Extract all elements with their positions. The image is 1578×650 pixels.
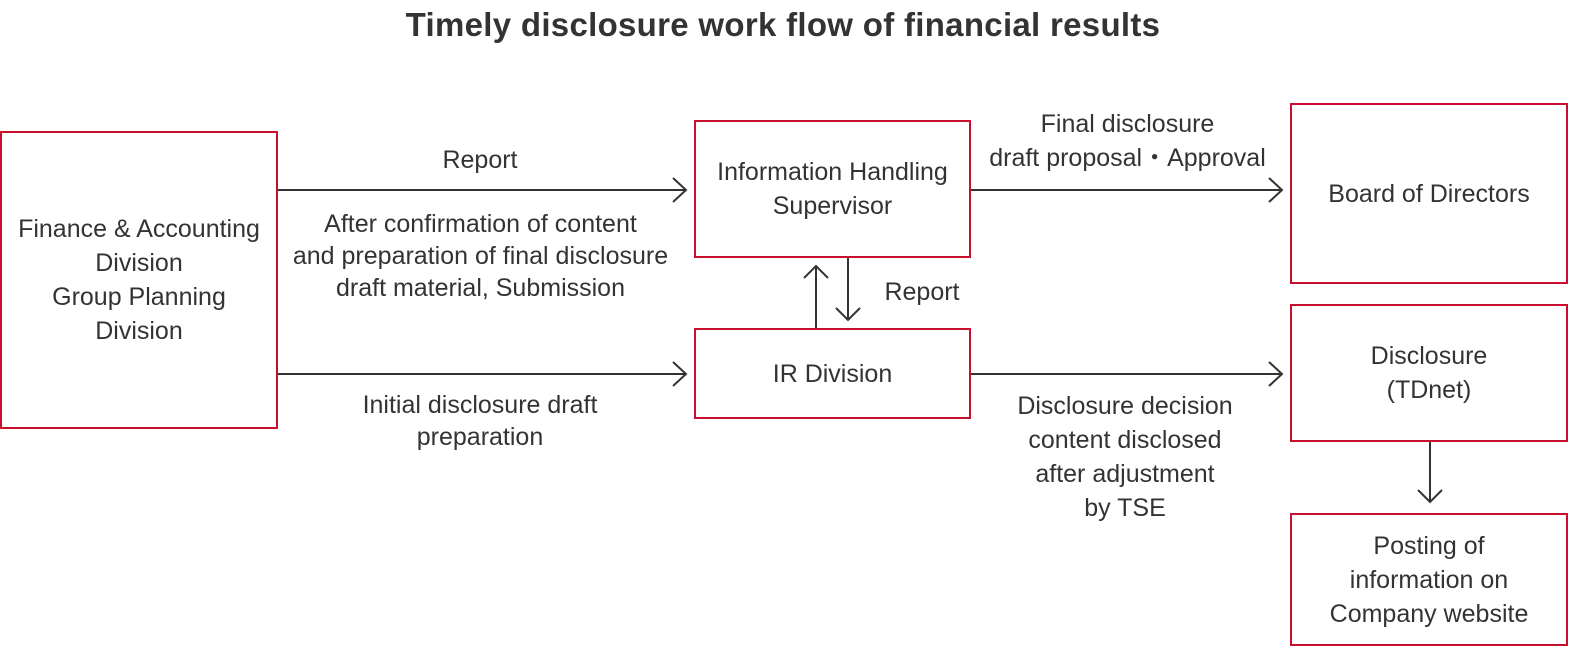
edge-note-confirmation: After confirmation of content and prepar…	[292, 210, 669, 302]
page-title: Timely disclosure work flow of financial…	[405, 6, 1161, 43]
node-information-handling-supervisor: Information Handling Supervisor	[694, 120, 971, 258]
edge-label-report-ir: Report	[884, 278, 960, 306]
node-board-of-directors: Board of Directors	[1290, 103, 1568, 284]
node-finance-accounting-label: Finance & Accounting Division Group Plan…	[18, 215, 260, 345]
arrowhead-ir-to-supervisor	[803, 264, 829, 279]
node-company-website: Posting of information on Company websit…	[1290, 513, 1568, 646]
arrowhead-finance-to-ir	[672, 361, 688, 387]
node-board-label: Board of Directors	[1328, 179, 1530, 208]
node-tdnet-label: Disclosure (TDnet)	[1370, 342, 1488, 404]
arrowhead-supervisor-to-ir	[835, 307, 861, 322]
node-disclosure-tdnet: Disclosure (TDnet)	[1290, 304, 1568, 442]
arrowhead-tdnet-to-website	[1417, 489, 1443, 504]
arrowhead-ir-to-tdnet	[1268, 361, 1284, 387]
node-website-label: Posting of information on Company websit…	[1329, 531, 1529, 628]
node-ir-division: IR Division	[694, 328, 971, 419]
node-finance-accounting: Finance & Accounting Division Group Plan…	[0, 131, 278, 429]
edge-label-final-proposal: Final disclosure draft proposal・Approval	[989, 110, 1266, 172]
edge-label-report-top: Report	[442, 146, 518, 174]
node-supervisor-label: Information Handling Supervisor	[717, 158, 948, 220]
arrowhead-finance-to-supervisor	[672, 177, 688, 203]
edge-label-disclosure-decision: Disclosure decision content disclosed af…	[1017, 392, 1233, 522]
edge-label-initial-draft: Initial disclosure draft preparation	[362, 391, 598, 451]
arrowhead-supervisor-to-board	[1268, 177, 1284, 203]
node-ir-division-label: IR Division	[772, 359, 893, 388]
